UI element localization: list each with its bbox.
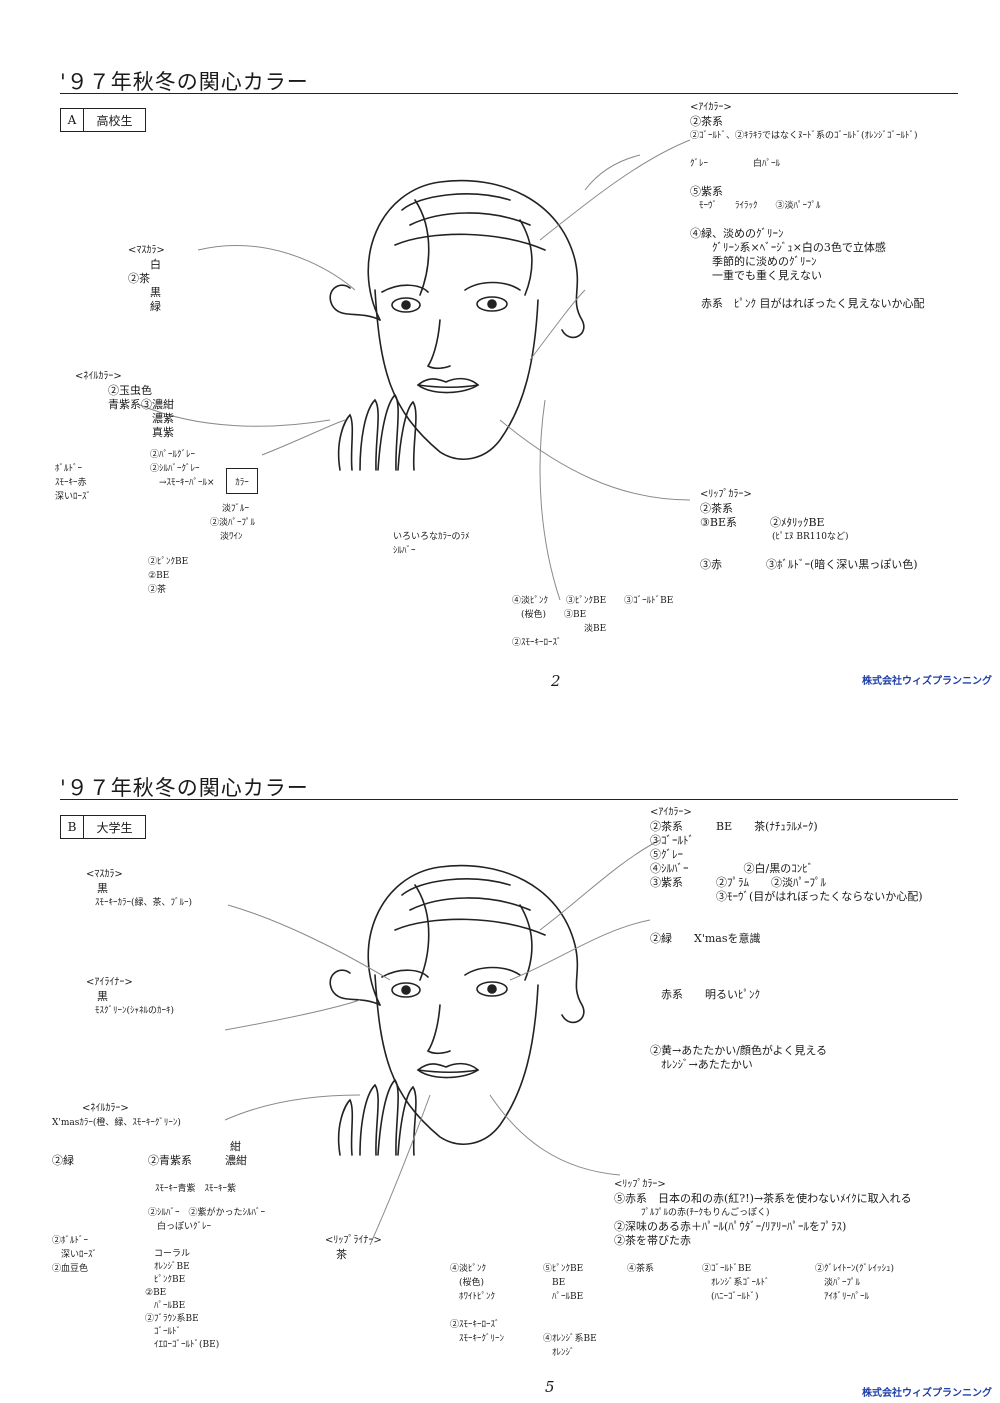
title-rule-a <box>60 93 958 94</box>
nail-smoky-b: ｽﾓｰｷｰ青紫 ｽﾓｰｷｰ紫 <box>155 1184 237 1194</box>
lip-row2-notes-b: ⑤ﾋﾟﾝｸBE BE ﾊﾟｰﾙBE ④ｵﾚﾝｼﾞ系BE ｵﾚﾝｼﾞ <box>543 1264 597 1358</box>
mascara-notes-a: <ﾏｽｶﾗ> 白 ②茶 黒 緑 <box>128 245 165 313</box>
title-rule-b <box>60 799 958 800</box>
mascara-notes-b: <ﾏｽｶﾗ> 黒 ｽﾓｰｷｰｶﾗｰ(緑、茶、ﾌﾞﾙｰ) <box>86 869 193 908</box>
nail-left-notes-a: ﾎﾞﾙﾄﾞｰ ｽﾓｰｷｰ赤 深いﾛｰｽﾞ <box>55 464 92 502</box>
category-box-b: B 大学生 <box>60 815 146 839</box>
category-letter: A <box>67 113 77 127</box>
face-illustration-b <box>329 864 585 1156</box>
company-name-a: 株式会社ウィズプランニング <box>862 676 992 687</box>
nail-silver-notes-b: ②ｼﾙﾊﾞｰ ②紫がかったｼﾙﾊﾞｰ 白っぽいｸﾞﾚｰ <box>148 1208 266 1232</box>
leader-lines-a <box>139 139 691 601</box>
nail-col2-notes-b: コーラル ｵﾚﾝｼﾞBE ﾋﾟﾝｸBE ②BE ﾊﾟｰﾙBE ②ﾌﾞﾗｳﾝ系BE… <box>145 1249 220 1350</box>
nail-gray-notes-a: ②ﾊﾟｰﾙｸﾞﾚｰ ②ｼﾙﾊﾞｰｸﾞﾚｰ →ｽﾓｰｷｰﾊﾟｰﾙ× <box>150 450 215 488</box>
page-number-a: 2 <box>551 672 561 690</box>
eye-color-notes-a: <ｱｲｶﾗｰ> ②茶系 ②ｺﾞｰﾙﾄﾞ、②ｷﾗｷﾗではなくﾇｰﾄﾞ系のｺﾞｰﾙﾄ… <box>690 102 925 310</box>
nail-left-notes-b: ②ﾎﾞﾙﾄﾞｰ 深いﾛｰｽﾞ ②血豆色 <box>52 1236 98 1274</box>
lame-notes-a: いろいろなｶﾗｰのﾗﾒ ｼﾙﾊﾞｰ <box>393 532 470 556</box>
lip-color-notes-b: <ﾘｯﾌﾟｶﾗｰ> ⑤赤系 日本の和の赤(紅?!)→茶系を使わないﾒｲｸに取入れ… <box>614 1179 912 1247</box>
nail-green-b: ②緑 <box>52 1154 74 1167</box>
category-box-a: A 高校生 <box>60 108 146 132</box>
lip-row4-notes-b: ②ｺﾞｰﾙﾄﾞBE ｵﾚﾝｼﾞ系ｺﾞｰﾙﾄﾞ (ﾊﾆｰｺﾞｰﾙﾄﾞ) <box>702 1264 770 1302</box>
nail-be-notes-a: ②ﾋﾟﾝｸBE ②BE ②茶 <box>148 557 189 595</box>
lip-color-notes-a: <ﾘｯﾌﾟｶﾗｰ> ②茶系 ③BE系 ②ﾒﾀﾘｯｸBE (ﾋﾟｴﾇ BR110な… <box>700 489 918 571</box>
category-label: 大学生 <box>96 820 133 835</box>
lipliner-notes-b: <ﾘｯﾌﾟﾗｲﾅｰ> 茶 <box>325 1235 382 1261</box>
page-number-b: 5 <box>545 1378 555 1396</box>
eye-color-notes-b: <ｱｲｶﾗｰ> ②茶系 BE 茶(ﾅﾁｭﾗﾙﾒｰｸ) ③ｺﾞｰﾙﾄﾞ ⑤ｸﾞﾚｰ… <box>650 807 923 1071</box>
category-label: 高校生 <box>96 113 133 128</box>
color-label-box: ｶﾗｰ <box>226 468 258 494</box>
lip-row5-notes-b: ②ｸﾞﾚｲﾄｰﾝ(ｸﾞﾚｲｯｼｭ) 淡ﾊﾟｰﾌﾟﾙ ｱｲﾎﾞﾘｰﾊﾟｰﾙ <box>815 1264 895 1302</box>
face-illustration-a <box>329 179 585 471</box>
page-title-a: '９７年秋冬の関心カラー <box>60 70 309 94</box>
lip-bottom-notes-a: ④淡ﾋﾟﾝｸ ③ﾋﾟﾝｸBE ③ｺﾞｰﾙﾄﾞBE (桜色) ③BE 淡BE ②ｽ… <box>512 596 674 648</box>
nail-head-notes-b: <ﾈｲﾙｶﾗｰ> X'masｶﾗｰ(橙、緑、ｽﾓｰｷｰｸﾞﾘｰﾝ) <box>52 1103 181 1128</box>
lip-row1-notes-b: ④淡ﾋﾟﾝｸ (桜色) ﾎﾜｲﾄﾋﾟﾝｸ ②ｽﾓｰｷｰﾛｰｽﾞ ｽﾓｰｷｰｸﾞﾘ… <box>450 1264 505 1344</box>
nail-mid-notes-b: 紺 ②青紫系 濃紺 <box>148 1140 247 1167</box>
eyeliner-notes-b: <ｱｲﾗｲﾅｰ> 黒 ﾓｽｸﾞﾘｰﾝ(ｼｬﾈﾙのｶｰｷ) <box>86 977 175 1016</box>
category-letter: B <box>67 820 77 834</box>
nail-blue-notes-a: 淡ﾌﾞﾙｰ ②淡ﾊﾟｰﾌﾟﾙ 淡ﾜｲﾝ <box>210 504 256 542</box>
page-title-b: '９７年秋冬の関心カラー <box>60 776 309 800</box>
nail-color-notes-a: <ﾈｲﾙｶﾗｰ> ②玉虫色 青紫系③濃紺 濃紫 真紫 <box>75 371 174 439</box>
company-name-b: 株式会社ウィズプランニング <box>862 1388 992 1399</box>
lip-row3-b: ④茶系 <box>627 1264 655 1274</box>
